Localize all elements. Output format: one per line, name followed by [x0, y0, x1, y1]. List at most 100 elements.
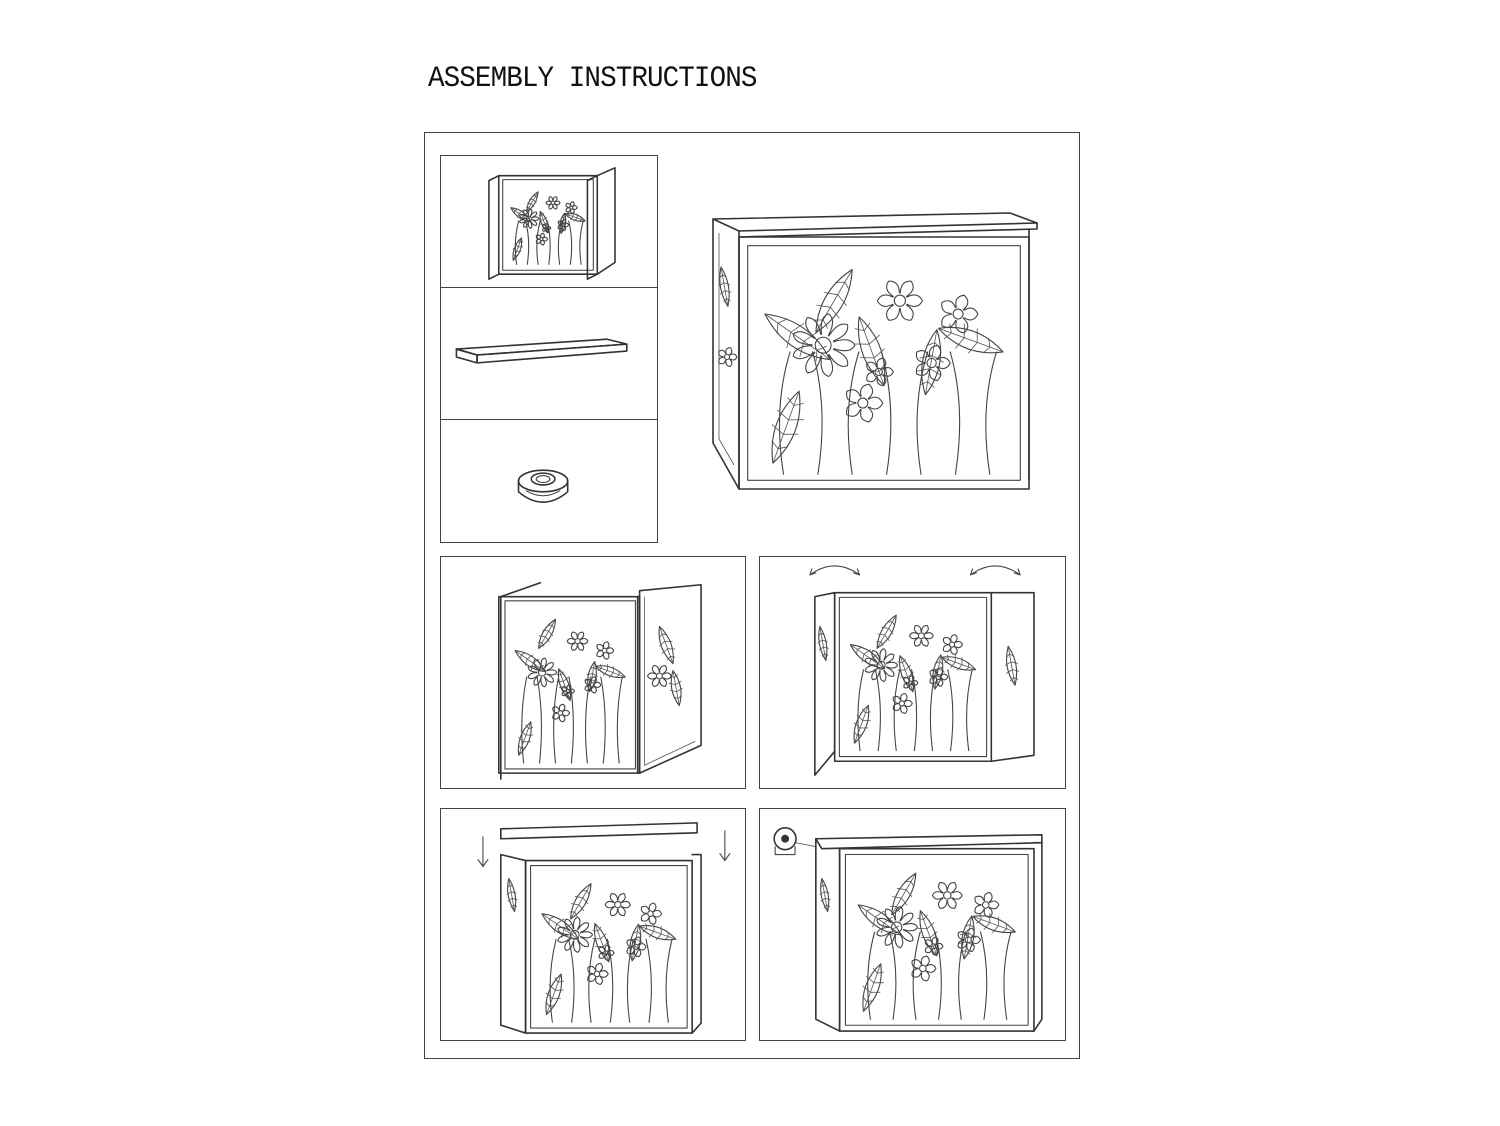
leaf-veins [771, 397, 804, 450]
leaf-veins [1004, 653, 1020, 682]
flower-motif [626, 936, 647, 958]
stems [867, 931, 1012, 1020]
leaf-vein [672, 670, 680, 706]
folding-frame [488, 174, 599, 280]
flower-motif [792, 313, 856, 378]
flower-motif [974, 891, 1000, 918]
flower-motif [718, 346, 738, 368]
flower-motif [552, 703, 571, 723]
leaf-motif [818, 625, 828, 662]
leaf-vein [899, 655, 914, 692]
flower-motif [584, 676, 602, 694]
leaf-veins [658, 633, 676, 661]
flower-motif [542, 223, 552, 233]
folding-frame-icon [498, 581, 702, 780]
leaf-veins [856, 646, 884, 670]
step-panel-4 [759, 808, 1066, 1041]
flower-motif [640, 902, 663, 925]
leaf-veins [585, 667, 598, 689]
flower-motif [924, 936, 944, 956]
leaf-veins [944, 654, 970, 671]
flower-motif [908, 624, 934, 647]
leaf-motif [932, 654, 944, 690]
stems [778, 351, 998, 475]
front-frame [524, 859, 693, 1034]
stems [857, 669, 973, 752]
right-post [691, 853, 702, 1034]
leaf-veins [890, 881, 915, 913]
console-table-icon [712, 212, 1038, 490]
flower-motif [941, 294, 979, 334]
down-arrow-icon [719, 830, 731, 862]
leaf-vein [518, 721, 532, 756]
leaf-vein [941, 656, 976, 670]
leaf-vein [963, 916, 973, 960]
stems [549, 938, 673, 1023]
leaf-veins [819, 884, 831, 909]
leaf-vein [514, 650, 546, 672]
flower-motif [876, 280, 923, 321]
foot-pad-icon [517, 469, 569, 503]
leaf-motif [862, 963, 882, 1012]
left-side-frame [500, 853, 527, 1034]
step-panel-3 [440, 808, 746, 1041]
foot-pad-center [781, 834, 790, 843]
foot-pad-icon [773, 827, 1043, 1032]
leaf-vein [1007, 646, 1016, 686]
callout-line [795, 842, 816, 848]
left-side-inner [718, 233, 735, 466]
leaf-motif [876, 614, 897, 649]
flower-motif [876, 906, 919, 949]
arrow-head [969, 568, 1021, 576]
leaf-vein [876, 614, 897, 649]
leaf-veins [525, 195, 538, 211]
leaf-motif [517, 721, 532, 756]
flower-motif [565, 201, 578, 215]
flower-motif [587, 962, 609, 986]
leaf-veins [976, 913, 1008, 934]
flower-motif [604, 893, 631, 917]
flower-motif [864, 648, 899, 683]
stems [514, 220, 584, 265]
leaf-vein [526, 191, 539, 212]
leaf-veins [642, 923, 669, 941]
left-side-frame [814, 591, 836, 776]
leaf-veins [569, 890, 590, 917]
leaf-veins [718, 274, 732, 303]
leaf-vein [546, 973, 562, 1015]
flower-motif [527, 657, 558, 688]
instruction-sheet [424, 132, 1080, 1059]
leaf-vein [659, 626, 674, 664]
leaf-veins [537, 624, 555, 647]
leaf-vein [639, 925, 676, 940]
top-board-edge [738, 222, 1038, 238]
right-post [1033, 841, 1043, 1032]
leaf-vein [858, 316, 885, 386]
leaf-vein [891, 872, 917, 915]
page-title: ASSEMBLY INSTRUCTIONS [428, 62, 757, 96]
foot-pad-base [774, 846, 796, 856]
curved-arrow-icon [969, 565, 1021, 576]
flower-motif [931, 882, 963, 909]
leaf-veins [776, 318, 828, 362]
leaf-vein [570, 883, 592, 920]
leaf-vein [863, 963, 882, 1012]
leaf-vein [538, 619, 556, 649]
flower-motif [557, 916, 594, 953]
front-frame [833, 591, 993, 763]
flower-motif [957, 927, 982, 953]
leaf-motif [972, 915, 1016, 934]
leaf-vein [938, 327, 1004, 353]
part-panel-board [440, 287, 658, 420]
flower-motif [915, 344, 951, 382]
curved-arrow-icon [809, 565, 1035, 776]
stems [521, 676, 623, 764]
leaf-motif [857, 316, 886, 386]
flower-motif [929, 667, 949, 687]
top-board [815, 833, 1043, 850]
leaf-vein [821, 878, 829, 912]
top-board [712, 212, 1038, 232]
flower-motif [557, 218, 570, 232]
down-arrow-icon [477, 822, 731, 1034]
leaf-veins [597, 664, 620, 679]
